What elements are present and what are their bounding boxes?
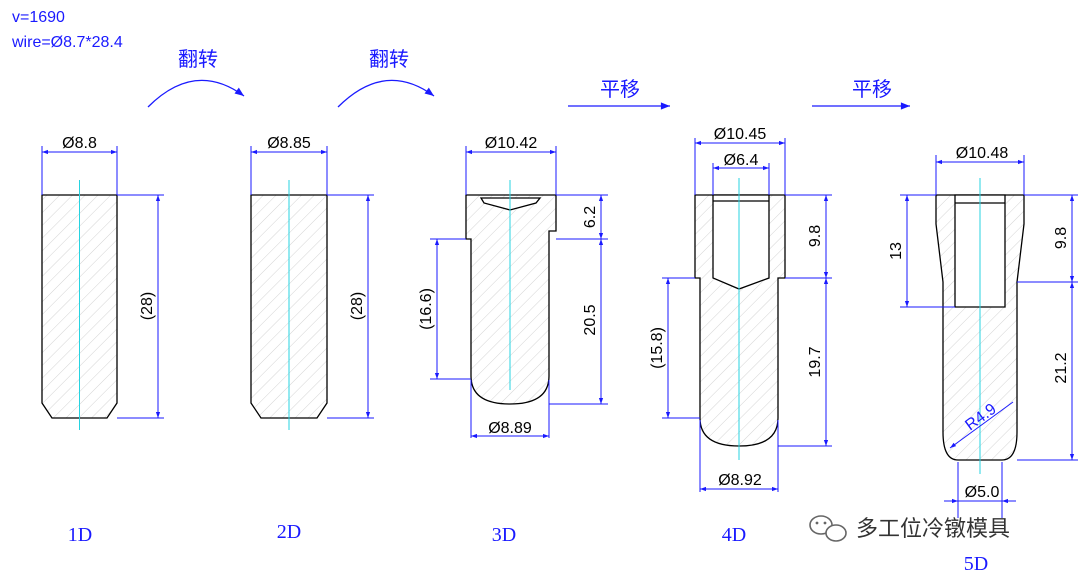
bottom-diameter-label: Ø8.92: [718, 472, 762, 489]
bottom-diameter-label: Ø5.0: [965, 484, 1000, 501]
stage-2d: Ø8.85 (28) 2D: [250, 135, 374, 543]
watermark: 多工位冷镦模具: [809, 515, 1010, 542]
shift-operation-1: 平移: [568, 77, 670, 110]
shift-operation-2: 平移: [812, 77, 910, 110]
operation-label: 翻转: [369, 47, 409, 71]
top-diameter-label: Ø10.45: [714, 126, 767, 143]
speed-label: v=1690: [12, 9, 65, 26]
part-outline: [466, 195, 556, 404]
stage-label: 5D: [964, 553, 988, 575]
length-label: (28): [139, 292, 156, 320]
stage-label: 2D: [277, 521, 301, 543]
watermark-text: 多工位冷镦模具: [856, 517, 1010, 542]
radius-leader: [949, 401, 1014, 449]
hex-hole: [712, 194, 770, 290]
body-length-label: (15.8): [649, 327, 666, 369]
stage-1d: Ø8.8 (28) 1D: [41, 135, 164, 546]
head-length-label: 9.8: [807, 225, 824, 247]
top-diameter-label: Ø8.85: [267, 135, 311, 152]
head-length-label: 9.8: [1053, 227, 1070, 249]
operation-label: 翻转: [178, 47, 218, 71]
wechat-icon: [809, 515, 847, 542]
shank-length-label: 19.7: [807, 346, 824, 377]
operation-label: 平移: [852, 77, 892, 101]
hole-diameter-label: Ø6.4: [724, 152, 759, 169]
stage-label: 4D: [722, 524, 746, 546]
operation-label: 平移: [600, 77, 640, 101]
stage-label: 3D: [492, 524, 516, 546]
stage-label: 1D: [68, 524, 92, 546]
top-diameter-label: Ø10.42: [485, 135, 538, 152]
head-length-label: 6.2: [582, 206, 599, 228]
stage-3d: Ø10.42 6.2 20.5 (16.6) Ø8.89 3D: [418, 135, 608, 546]
flip-operation-2: 翻转: [337, 47, 435, 108]
shank-length-label: 20.5: [582, 304, 599, 335]
stage-5d: Ø10.48 13 9.8 21.2 R4.9 Ø5.0 5D: [888, 145, 1078, 575]
top-diameter-label: Ø10.48: [956, 145, 1009, 162]
curved-arrow-icon: [147, 79, 245, 108]
top-diameter-label: Ø8.8: [62, 135, 97, 152]
stage-4d: Ø10.45 Ø6.4 9.8 19.7 (15.8) Ø8.92 4D: [649, 126, 832, 546]
curved-arrow-icon: [337, 79, 435, 108]
length-label: (28): [349, 292, 366, 320]
body-length-label: (16.6): [418, 288, 435, 330]
hole-depth-label: 13: [888, 242, 905, 260]
wire-label: wire=Ø8.7*28.4: [11, 34, 123, 51]
flip-operation-1: 翻转: [147, 47, 245, 108]
shank-length-label: 21.2: [1053, 352, 1070, 383]
bottom-diameter-label: Ø8.89: [488, 420, 532, 437]
